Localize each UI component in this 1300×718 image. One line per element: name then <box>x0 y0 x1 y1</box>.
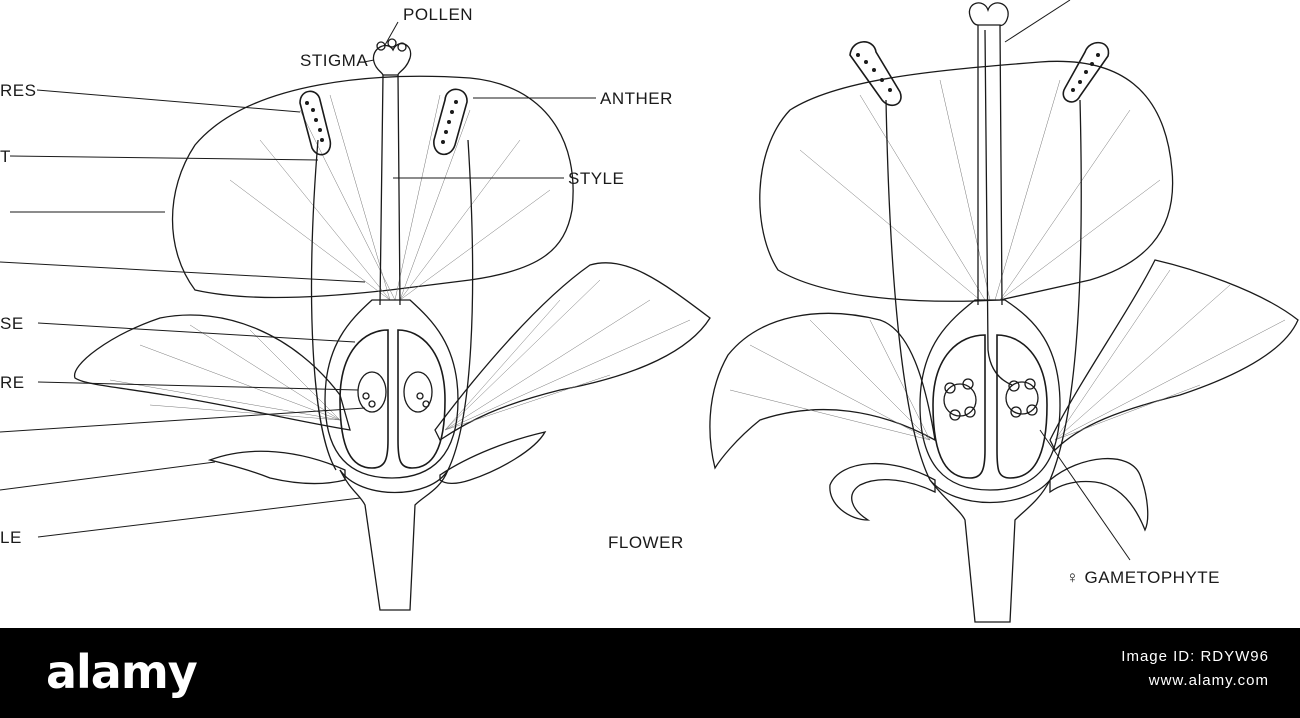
label-gametophyte: ♀ GAMETOPHYTE <box>1066 568 1220 587</box>
watermark-url: www.alamy.com <box>1148 672 1269 689</box>
right-left-sepal <box>829 463 936 521</box>
right-back-petal <box>759 60 1174 302</box>
label-anther: ANTHER <box>600 89 673 108</box>
left-ovule-1 <box>357 371 387 413</box>
label-filament: T <box>0 147 11 166</box>
left-right-anther <box>433 88 468 156</box>
watermark-bar: alamy Image ID: RDYW96 www.alamy.com <box>0 628 1300 718</box>
right-receptacle <box>929 479 1051 623</box>
label-pollen: POLLEN <box>403 5 473 24</box>
label-stigma: STIGMA <box>300 51 368 70</box>
right-embryo-sac-left <box>943 383 977 417</box>
left-right-sepal <box>439 431 547 485</box>
left-back-petal <box>171 75 574 299</box>
left-ovary-left-locule <box>339 329 389 469</box>
left-pollen-grain-2 <box>387 38 397 48</box>
left-style <box>379 74 401 306</box>
left-left-petal <box>74 314 351 431</box>
right-ovary-right-locule <box>996 334 1048 479</box>
left-receptacle-base <box>339 469 449 494</box>
label-style: STYLE <box>568 169 624 188</box>
right-right-sepal <box>1049 457 1149 532</box>
right-style <box>977 24 1003 306</box>
left-ovary-right-locule <box>397 329 446 469</box>
left-pollen-grain-3 <box>397 42 407 52</box>
right-left-petal <box>709 312 936 470</box>
left-left-sepal <box>207 450 346 485</box>
right-pollen-tube <box>984 29 1013 386</box>
right-right-filament <box>1049 99 1082 481</box>
watermark-image-id: Image ID: RDYW96 <box>1121 648 1269 665</box>
left-ovary <box>324 299 459 479</box>
label-flower: FLOWER <box>608 533 684 552</box>
left-right-filament <box>447 139 474 471</box>
label-nucellus: SE <box>0 314 24 333</box>
right-ovary-left-locule <box>932 334 986 479</box>
left-receptacle <box>339 469 449 611</box>
flower-diagram: POLLEN STIGMA RES T ANTHER STYLE SE RE L… <box>0 0 1299 623</box>
left-leader-lines <box>0 21 596 538</box>
left-flower <box>74 38 711 611</box>
left-left-anther <box>299 90 332 156</box>
right-left-anther <box>849 41 902 107</box>
right-right-petal <box>1049 259 1299 452</box>
right-leader-lines <box>1004 0 1131 561</box>
right-left-filament <box>885 99 931 481</box>
right-flower <box>709 2 1299 623</box>
left-stigma <box>372 42 412 76</box>
right-stigma <box>968 2 1009 27</box>
left-right-petal <box>434 262 711 441</box>
left-back-petal-veins <box>229 94 551 301</box>
left-pollen-grain-1 <box>376 41 386 51</box>
right-embryo-sac-right <box>1005 381 1039 415</box>
label-megaspore: RE <box>0 373 25 392</box>
right-ovary <box>919 299 1061 491</box>
label-microspores: RES <box>0 81 36 100</box>
watermark-brand: alamy <box>46 645 198 699</box>
left-ovule-2 <box>403 371 433 413</box>
right-right-anther <box>1062 41 1110 103</box>
label-receptacle: LE <box>0 528 22 547</box>
left-left-filament <box>310 139 337 471</box>
